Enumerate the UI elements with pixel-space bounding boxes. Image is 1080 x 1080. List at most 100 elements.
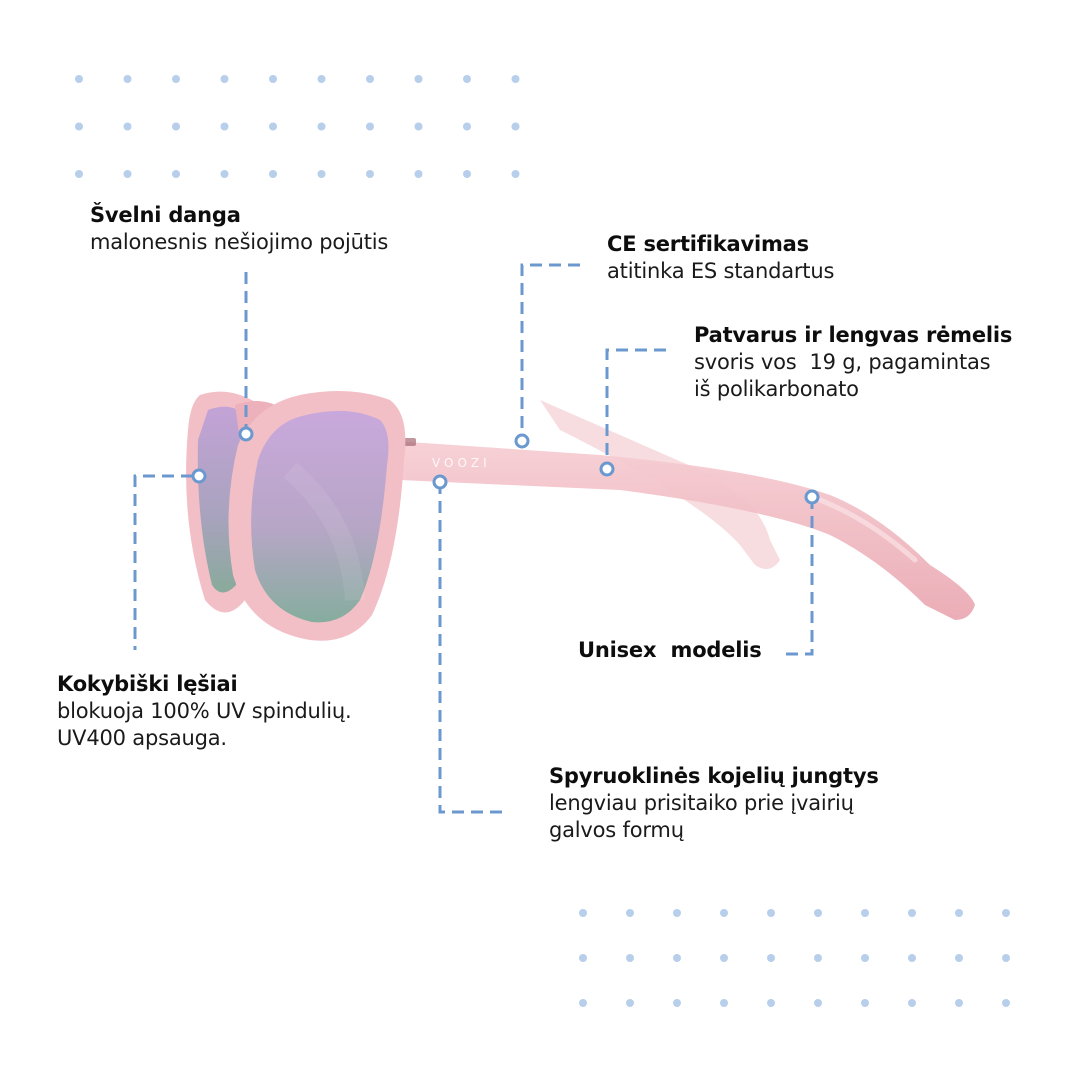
grid-dot <box>908 909 916 917</box>
far-temple <box>540 400 780 569</box>
grid-dot <box>75 75 83 83</box>
connector-lenses <box>133 474 193 650</box>
grid-dot <box>123 170 132 178</box>
grid-dot <box>269 170 277 178</box>
callout-coating: Švelni danga malonesnis nešiojimo pojūti… <box>90 202 388 256</box>
grid-dot <box>511 122 520 131</box>
callout-title: Spyruoklinės kojelių jungtys <box>549 764 879 788</box>
grid-dot <box>908 999 916 1007</box>
grid-dot <box>366 122 374 131</box>
right-lens-frame <box>228 391 406 641</box>
dot-grid-bottom <box>579 909 1010 1007</box>
grid-dot <box>511 75 520 83</box>
grid-dot <box>220 122 229 131</box>
grid-dot <box>955 909 963 917</box>
grid-dot <box>673 909 681 917</box>
grid-dot <box>220 170 229 178</box>
grid-dot <box>720 909 728 917</box>
grid-dot <box>463 122 471 131</box>
grid-dot <box>673 954 681 962</box>
callout-hinges: Spyruoklinės kojelių jungtys lengviau pr… <box>549 763 879 844</box>
grid-dot <box>626 909 634 917</box>
grid-dot <box>269 75 277 83</box>
grid-dot <box>75 170 83 178</box>
grid-dot <box>720 954 728 962</box>
markers <box>191 426 820 505</box>
grid-dot <box>414 75 423 83</box>
grid-dot <box>861 909 869 917</box>
ring-marker-icon <box>804 489 820 505</box>
callout-desc: iš polikarbonato <box>694 376 859 401</box>
callout-desc: galvos formų <box>549 817 684 842</box>
grid-dot <box>414 122 423 131</box>
ring-marker-icon <box>238 426 254 442</box>
callout-title: Kokybiški lęšiai <box>57 672 238 696</box>
grid-dot <box>220 75 229 83</box>
callout-frame: Patvarus ir lengvas rėmelis svoris vos 1… <box>694 322 1012 403</box>
grid-dot <box>317 170 326 178</box>
grid-dot <box>814 999 822 1007</box>
grid-dot <box>767 909 775 917</box>
grid-dot <box>366 170 374 178</box>
callout-title: Patvarus ir lengvas rėmelis <box>694 323 1013 347</box>
grid-dot <box>75 122 83 131</box>
ring-marker-icon <box>599 461 615 477</box>
callout-title: Švelni danga <box>90 203 241 227</box>
grid-dot <box>172 170 180 178</box>
grid-dot <box>1002 909 1010 917</box>
grid-dot <box>814 954 822 962</box>
grid-dot <box>814 909 822 917</box>
grid-dot <box>123 122 132 131</box>
grid-dot <box>767 954 775 962</box>
ring-marker-icon <box>432 474 448 490</box>
grid-dot <box>908 954 916 962</box>
grid-dot <box>767 999 775 1007</box>
grid-dot <box>626 999 634 1007</box>
connector-frame <box>605 348 666 469</box>
grid-dot <box>579 909 587 917</box>
grid-dot <box>861 954 869 962</box>
grid-dot <box>463 170 471 178</box>
grid-dot <box>673 999 681 1007</box>
callout-unisex: Unisex modelis <box>578 637 762 664</box>
grid-dot <box>720 999 728 1007</box>
grid-dot <box>579 999 587 1007</box>
grid-dot <box>955 999 963 1007</box>
callout-desc: atitinka ES standartus <box>607 258 835 283</box>
grid-dot <box>269 122 277 131</box>
near-temple: VOOZI <box>380 438 975 620</box>
grid-dot <box>511 170 520 178</box>
callout-desc: svoris vos 19 g, pagamintas <box>694 349 991 374</box>
brand-logo: VOOZI <box>432 456 491 470</box>
connector-ce <box>520 263 580 441</box>
grid-dot <box>414 170 423 178</box>
grid-dot <box>1002 954 1010 962</box>
callout-desc: malonesnis nešiojimo pojūtis <box>90 229 389 254</box>
grid-dot <box>172 75 180 83</box>
grid-dot <box>579 954 587 962</box>
grid-dot <box>317 75 326 83</box>
grid-dot <box>463 75 471 83</box>
grid-dot <box>123 75 132 83</box>
callout-desc: UV400 apsauga. <box>57 725 227 750</box>
grid-dot <box>172 122 180 131</box>
callout-title: Unisex modelis <box>578 638 762 662</box>
grid-dot <box>317 122 326 131</box>
connector-lines <box>133 263 814 814</box>
grid-dot <box>1002 999 1010 1007</box>
grid-dot <box>366 75 374 83</box>
grid-dot <box>626 954 634 962</box>
callout-desc: lengviau prisitaiko prie įvairių <box>549 790 854 815</box>
callout-ce: CE sertifikavimas atitinka ES standartus <box>607 231 834 285</box>
connector-unisex <box>782 497 814 656</box>
grid-dot <box>861 999 869 1007</box>
grid-dot <box>955 954 963 962</box>
ring-marker-icon <box>191 468 207 484</box>
connector-hinges <box>438 482 506 814</box>
dot-grid-top <box>75 75 520 178</box>
callout-desc: blokuoja 100% UV spindulių. <box>57 698 352 723</box>
callout-lenses: Kokybiški lęšiai blokuoja 100% UV spindu… <box>57 671 352 752</box>
callout-title: CE sertifikavimas <box>607 232 809 256</box>
ring-marker-icon <box>514 433 530 449</box>
